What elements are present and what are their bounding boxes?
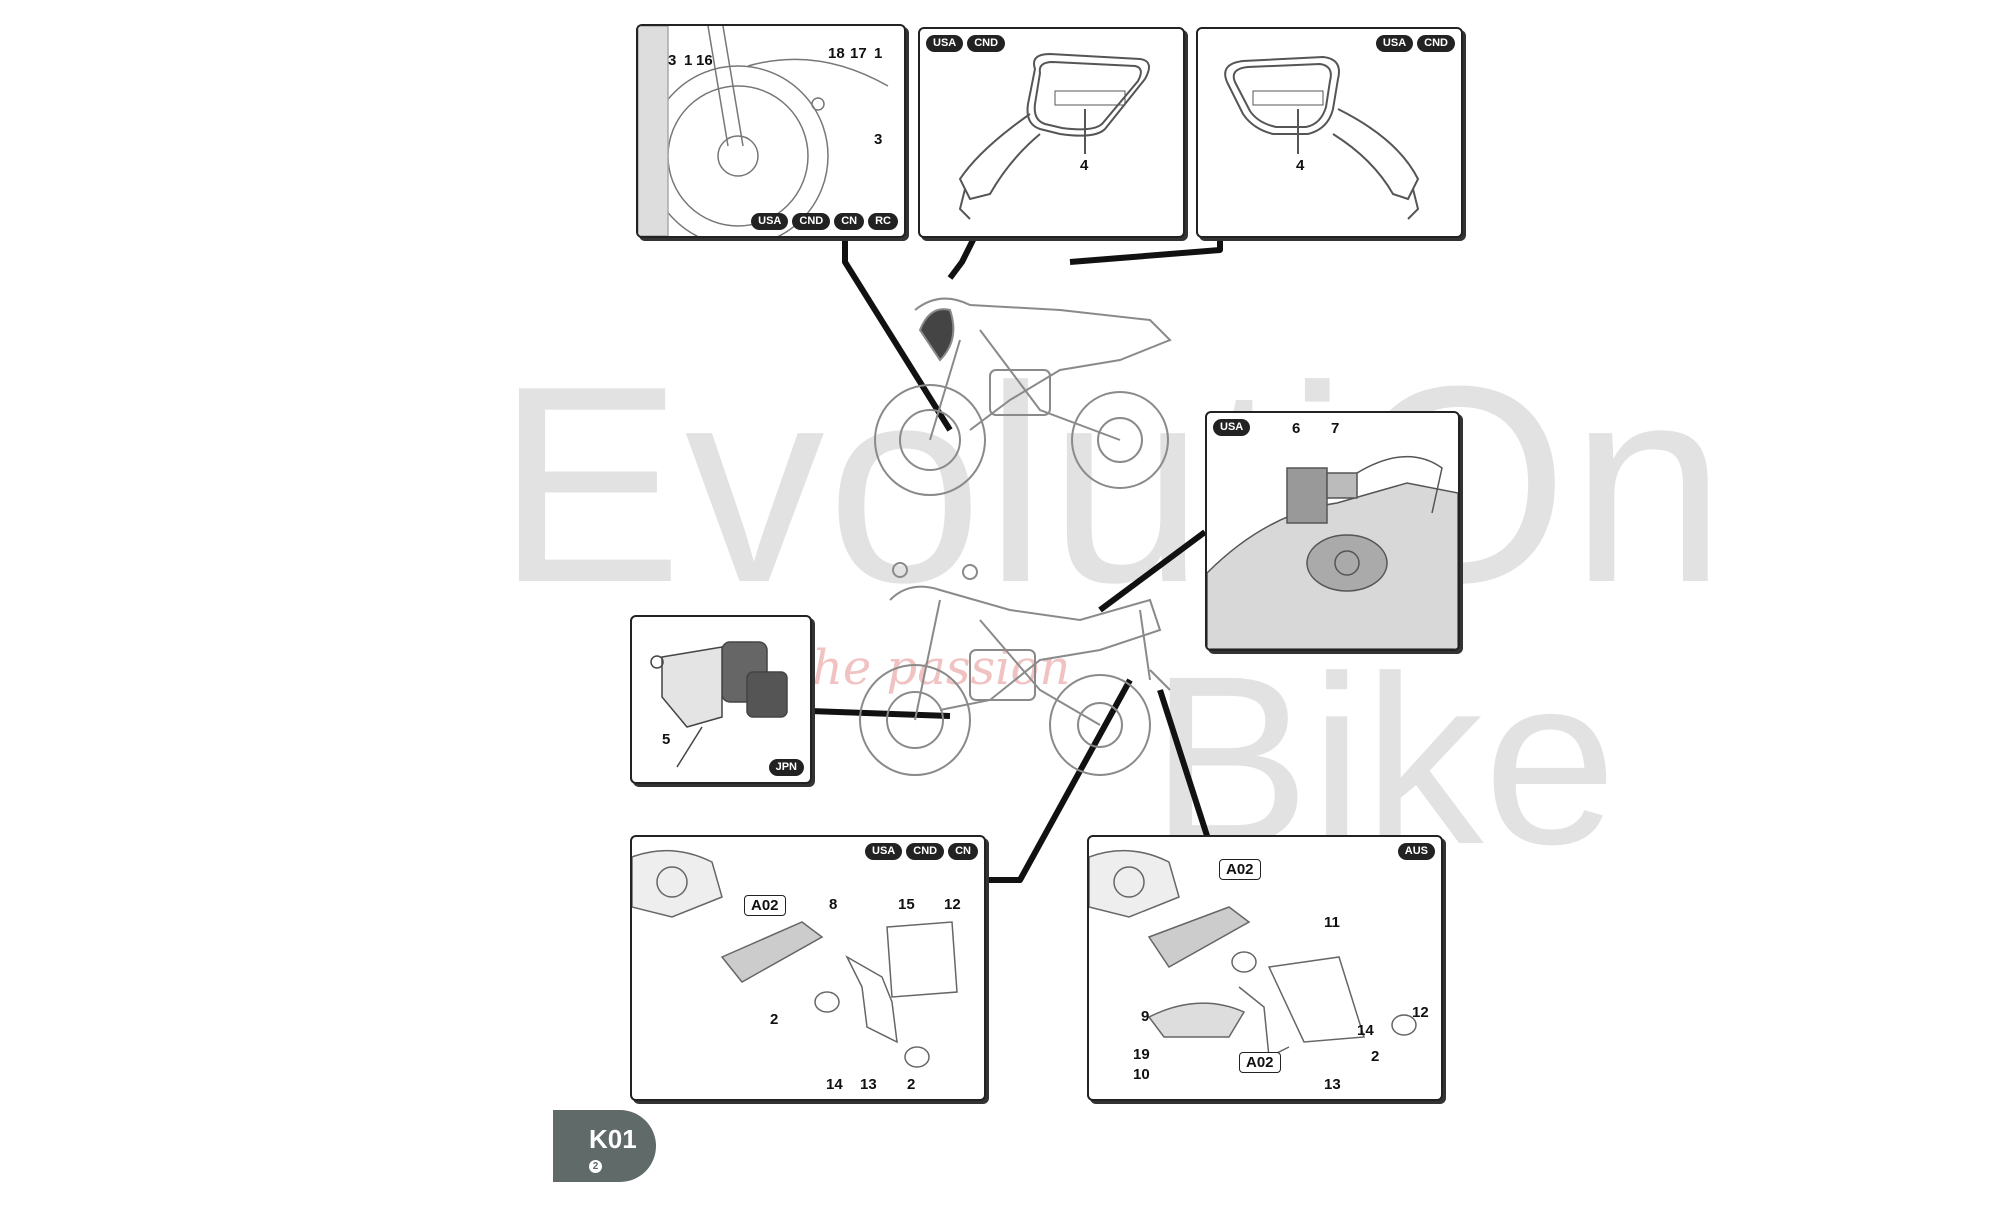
tag-usa: USA [751, 213, 789, 230]
motorcycle-side-view [874, 297, 1172, 496]
part-code-box: A02 [1219, 859, 1261, 880]
label-6: 6 [1292, 420, 1301, 437]
label-1: 1 [684, 52, 693, 69]
label-2b: 2 [907, 1076, 916, 1093]
label-12: 12 [1412, 1004, 1429, 1021]
market-tags: USA CND CN [865, 843, 978, 860]
page-badge: K01 2 [553, 1110, 656, 1182]
tank-illustration [1207, 456, 1458, 649]
label-3b: 3 [874, 131, 883, 148]
label-13: 13 [1324, 1076, 1341, 1093]
plate-holder-illustration [632, 849, 958, 1068]
market-tags: USA CND [926, 35, 1006, 52]
motorcycle-rear-view [859, 562, 1171, 776]
tank-labels-panel: USA 6 7 [1205, 411, 1460, 651]
part-code-box-2: A02 [1239, 1052, 1281, 1073]
tag-aus: AUS [1397, 843, 1435, 860]
market-tags: AUS [1397, 843, 1435, 860]
tag-cnd: CND [906, 843, 945, 860]
watermark-brand-evolution: EvolutiOn [496, 329, 1728, 641]
label-15: 15 [898, 896, 915, 913]
tag-usa: USA [1375, 35, 1414, 52]
label-14: 14 [1357, 1022, 1374, 1039]
front-reflector-panel: 3 1 16 18 17 1 3 USA CND CN RC [636, 24, 906, 238]
label-17: 17 [850, 45, 867, 62]
market-tags: USA [1213, 419, 1251, 436]
front-wheel-illustration [638, 26, 889, 236]
tag-cn: CN [948, 843, 978, 860]
label-2: 2 [770, 1011, 779, 1028]
tag-cnd: CND [1417, 35, 1455, 52]
mirror-right-panel: USA CND 4 [1196, 27, 1463, 238]
label-8: 8 [829, 896, 838, 913]
canister-illustration [650, 641, 788, 768]
mirror-illustration [1224, 55, 1420, 220]
label-1b: 1 [874, 45, 883, 62]
label-5: 5 [662, 731, 671, 748]
tag-rc: RC [868, 213, 898, 230]
market-tags: JPN [768, 759, 804, 776]
label-9: 9 [1141, 1008, 1150, 1025]
plate-holder-illustration [1089, 849, 1417, 1059]
canister-panel: 5 JPN [630, 615, 812, 784]
tag-usa: USA [1213, 419, 1251, 436]
label-3: 3 [668, 52, 677, 69]
market-tags: USA CND CN RC [751, 213, 898, 230]
label-2: 2 [1371, 1048, 1380, 1065]
tag-usa: USA [926, 35, 964, 52]
label-19: 19 [1133, 1046, 1150, 1063]
label-12: 12 [944, 896, 961, 913]
label-4: 4 [1296, 157, 1305, 174]
plate-holder-aus-panel: AUS A02 A02 11 9 12 14 2 19 10 13 [1087, 835, 1443, 1101]
label-11: 11 [1324, 914, 1340, 931]
mirror-left-panel: USA CND 4 [918, 27, 1185, 238]
mirror-illustration [958, 52, 1150, 220]
tag-jpn: JPN [768, 759, 804, 776]
label-4: 4 [1080, 157, 1089, 174]
label-16: 16 [696, 52, 713, 69]
market-tags: USA CND [1375, 35, 1455, 52]
page-code: K01 [589, 1124, 637, 1154]
tag-cnd: CND [967, 35, 1006, 52]
tag-cnd: CND [792, 213, 831, 230]
label-10: 10 [1133, 1066, 1150, 1083]
part-code-box: A02 [744, 895, 786, 916]
label-13: 13 [860, 1076, 877, 1093]
label-14: 14 [826, 1076, 843, 1093]
tag-usa: USA [865, 843, 903, 860]
plate-holder-usa-panel: USA CND CN A02 8 15 12 2 14 13 2 [630, 835, 986, 1101]
label-18: 18 [828, 45, 845, 62]
label-7: 7 [1331, 420, 1340, 437]
page-number: 2 [589, 1160, 602, 1173]
tag-cn: CN [834, 213, 865, 230]
